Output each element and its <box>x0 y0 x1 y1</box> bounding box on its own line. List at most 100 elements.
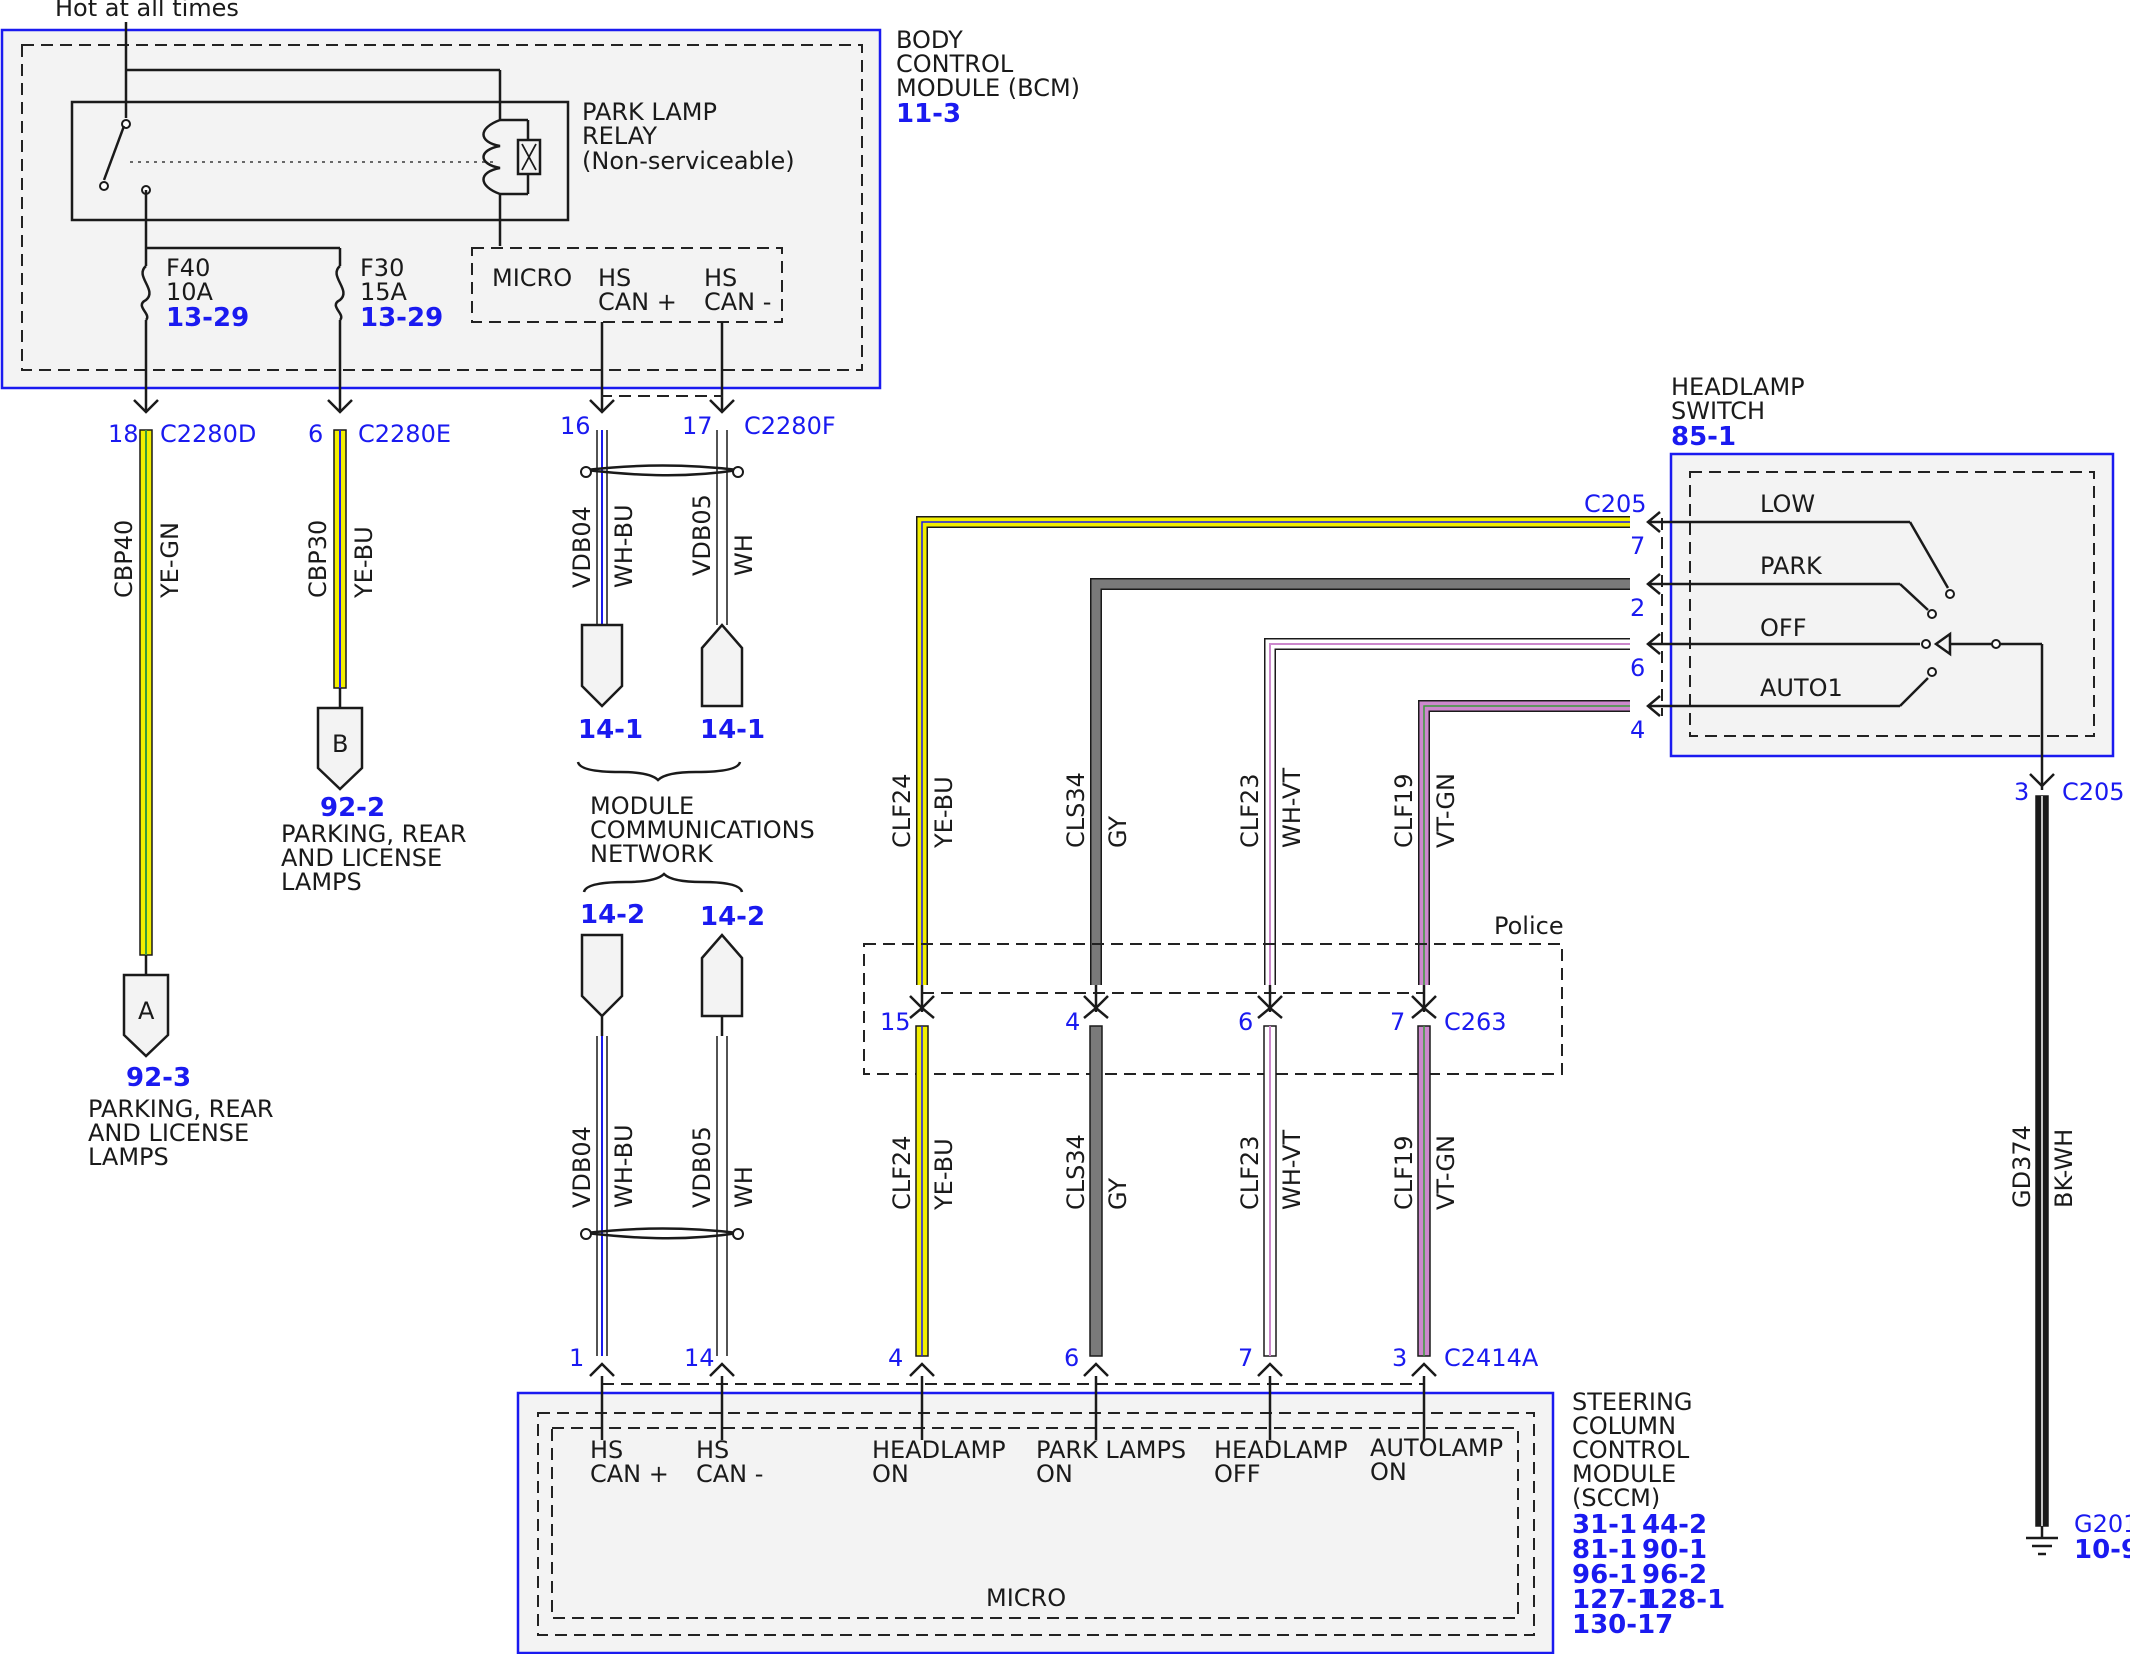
clf24-lower-color: YE-BU <box>930 1138 958 1211</box>
c205-pin7-connector-icon <box>1646 511 1661 533</box>
c263-connector: C263 <box>1444 1008 1507 1036</box>
relay-coil-icon <box>482 118 501 196</box>
cbp40-circuit: CBP40 <box>110 520 138 598</box>
bcm-micro-box <box>471 247 783 323</box>
lower-twisted-pair-icon <box>585 1227 739 1240</box>
f30-fuse-icon <box>334 265 345 321</box>
c263-pin4-connector-icon <box>1083 995 1109 1019</box>
f30-name: F30 <box>360 254 404 282</box>
sccm-input-headlamp-off-line2: OFF <box>1214 1460 1261 1488</box>
headlamp-switch-frame <box>1669 452 2115 758</box>
relay-resistor-zigzag-icon <box>521 143 537 171</box>
clf23-upper-stripe <box>1269 643 1630 985</box>
offpage-b-desc-line1: PARKING, REAR <box>281 820 467 848</box>
vdb05-upper-color: WH <box>730 534 758 576</box>
sccm-name-line2: COLUMN <box>1572 1412 1676 1440</box>
bcm-page-ref: 11-3 <box>896 99 961 129</box>
vdb04-upper-circuit: VDB04 <box>568 506 596 588</box>
sccm-ref-row1-b: 44-2 <box>1642 1510 1707 1540</box>
headlamp-switch-inner-boundary <box>1689 471 2095 737</box>
sccm-name-line3: CONTROL <box>1572 1436 1690 1464</box>
c2280f-pin16: 16 <box>560 412 591 440</box>
c205-ground-pin: 3 <box>2014 778 2029 806</box>
clf19-lower-circuit: CLF19 <box>1390 1136 1418 1210</box>
upper-twist-end-left <box>580 466 592 478</box>
c2414a-pin7-connector-icon <box>1257 1362 1283 1377</box>
sccm-micro-box <box>551 1427 1519 1619</box>
low-contact-bend <box>1908 521 1950 589</box>
offpage-b-desc-line3: LAMPS <box>281 868 362 896</box>
sccm-micro-label: MICRO <box>986 1584 1066 1612</box>
clf23-upper-color: WH-VT <box>1278 768 1306 848</box>
f40-amperage: 10A <box>166 278 214 306</box>
sccm-input-headlamp-on-line2: ON <box>872 1460 909 1488</box>
auto1-contact-bend <box>1899 677 1929 707</box>
vdb04-lower-color: WH-BU <box>610 1124 638 1208</box>
relay-label-line3: (Non-serviceable) <box>582 147 795 175</box>
offpage-b-ref: 92-2 <box>320 793 385 823</box>
c205-pin6: 6 <box>1630 654 1645 682</box>
clf19-lower-color: VT-GN <box>1432 1135 1460 1210</box>
sccm-input-hs-can-pos-line2: CAN + <box>590 1460 669 1488</box>
sccm-input-hs-can-neg-line1: HS <box>696 1436 729 1464</box>
c2280e-connector-icon <box>327 399 353 414</box>
auto1-contact-point <box>1927 667 1937 677</box>
cls34-upper-wire <box>1091 579 1630 985</box>
bcm-name-line1: BODY <box>896 26 963 54</box>
clf23-lower-color: WH-VT <box>1278 1130 1306 1210</box>
hot-at-all-times-label: Hot at all times <box>55 0 239 22</box>
c2414a-pin1: 1 <box>569 1344 584 1372</box>
offpage-references: A 92-3 PARKING, REAR AND LICENSE LAMPS B… <box>88 623 815 1171</box>
sccm-module: 1 14 4 6 7 3 C2414A HS CAN + HS CAN - HE… <box>516 1344 1725 1654</box>
c2414a-connector: C2414A <box>1444 1344 1539 1372</box>
vdb04-upper-color: WH-BU <box>610 504 638 588</box>
c2280e-pin: 6 <box>308 420 323 448</box>
c2280f-connector: C2280F <box>744 412 836 440</box>
c205-ground-connector: C205 <box>2062 778 2125 806</box>
sccm-ref-row1-a: 31-1 <box>1572 1510 1637 1540</box>
bcm-name-line3: MODULE (BCM) <box>896 74 1080 102</box>
bcm-hs-can-pos-line1: HS <box>598 264 631 292</box>
clf24-upper-color: YE-BU <box>930 776 958 849</box>
sccm-ref-row3-b: 96-2 <box>1642 1560 1707 1590</box>
park-contact-bend <box>1899 583 1929 611</box>
sccm-input-park-lamps-on-line1: PARK LAMPS <box>1036 1436 1186 1464</box>
clf23-lower-circuit: CLF23 <box>1236 1136 1264 1210</box>
clf24-lower-circuit: CLF24 <box>888 1136 916 1210</box>
sccm-name-line4: MODULE <box>1572 1460 1676 1488</box>
network-label-line1: MODULE <box>590 792 694 820</box>
offpage-b-desc-line2: AND LICENSE <box>281 844 442 872</box>
c263-pin6-connector-icon <box>1257 995 1283 1019</box>
c2414a-pin4: 4 <box>888 1344 903 1372</box>
relay-label-line2: RELAY <box>582 122 657 150</box>
police-label: Police <box>1494 912 1564 940</box>
c2280f-pin16-connector-icon <box>589 399 615 414</box>
ground-symbol-icon <box>2026 1536 2058 1556</box>
c2414a-pin14-connector-icon <box>709 1362 735 1377</box>
police-option: Police 15 4 6 7 C263 <box>863 912 1564 1075</box>
clf24-upper-stripe <box>921 521 1630 985</box>
bcm-frame <box>0 28 882 390</box>
vdb04-lower-circuit: VDB04 <box>568 1126 596 1208</box>
cls34-lower-wire <box>1089 1025 1103 1357</box>
park-lamp-relay-box <box>70 100 570 222</box>
c205-pin4-connector-icon <box>1646 695 1661 717</box>
sccm-name-line1: STEERING <box>1572 1388 1693 1416</box>
gd374-color: BK-WH <box>2050 1129 2078 1208</box>
bcm-micro-label: MICRO <box>492 264 572 292</box>
c2414a-pin3-connector-icon <box>1411 1362 1437 1377</box>
network-lower-right-ref: 14-2 <box>700 902 765 932</box>
sccm-ref-row5-a: 130-17 <box>1572 1610 1673 1640</box>
cls34-upper-circuit: CLS34 <box>1062 772 1090 848</box>
c205-pin4: 4 <box>1630 716 1645 744</box>
low-contact-point <box>1945 589 1955 599</box>
c2414a-pin4-connector-icon <box>909 1362 935 1377</box>
police-option-boundary <box>863 943 1563 1075</box>
bcm-hs-can-pos-line2: CAN + <box>598 288 677 316</box>
c2414a-pin6: 6 <box>1064 1344 1079 1372</box>
headlamp-switch: HEADLAMP SWITCH 85-1 C205 LOW PARK OFF A… <box>1584 373 2125 806</box>
bcm-hs-can-neg-line1: HS <box>704 264 737 292</box>
sccm-input-autolamp-on-line2: ON <box>1370 1458 1407 1486</box>
cls34-lower-color: GY <box>1104 1178 1132 1210</box>
